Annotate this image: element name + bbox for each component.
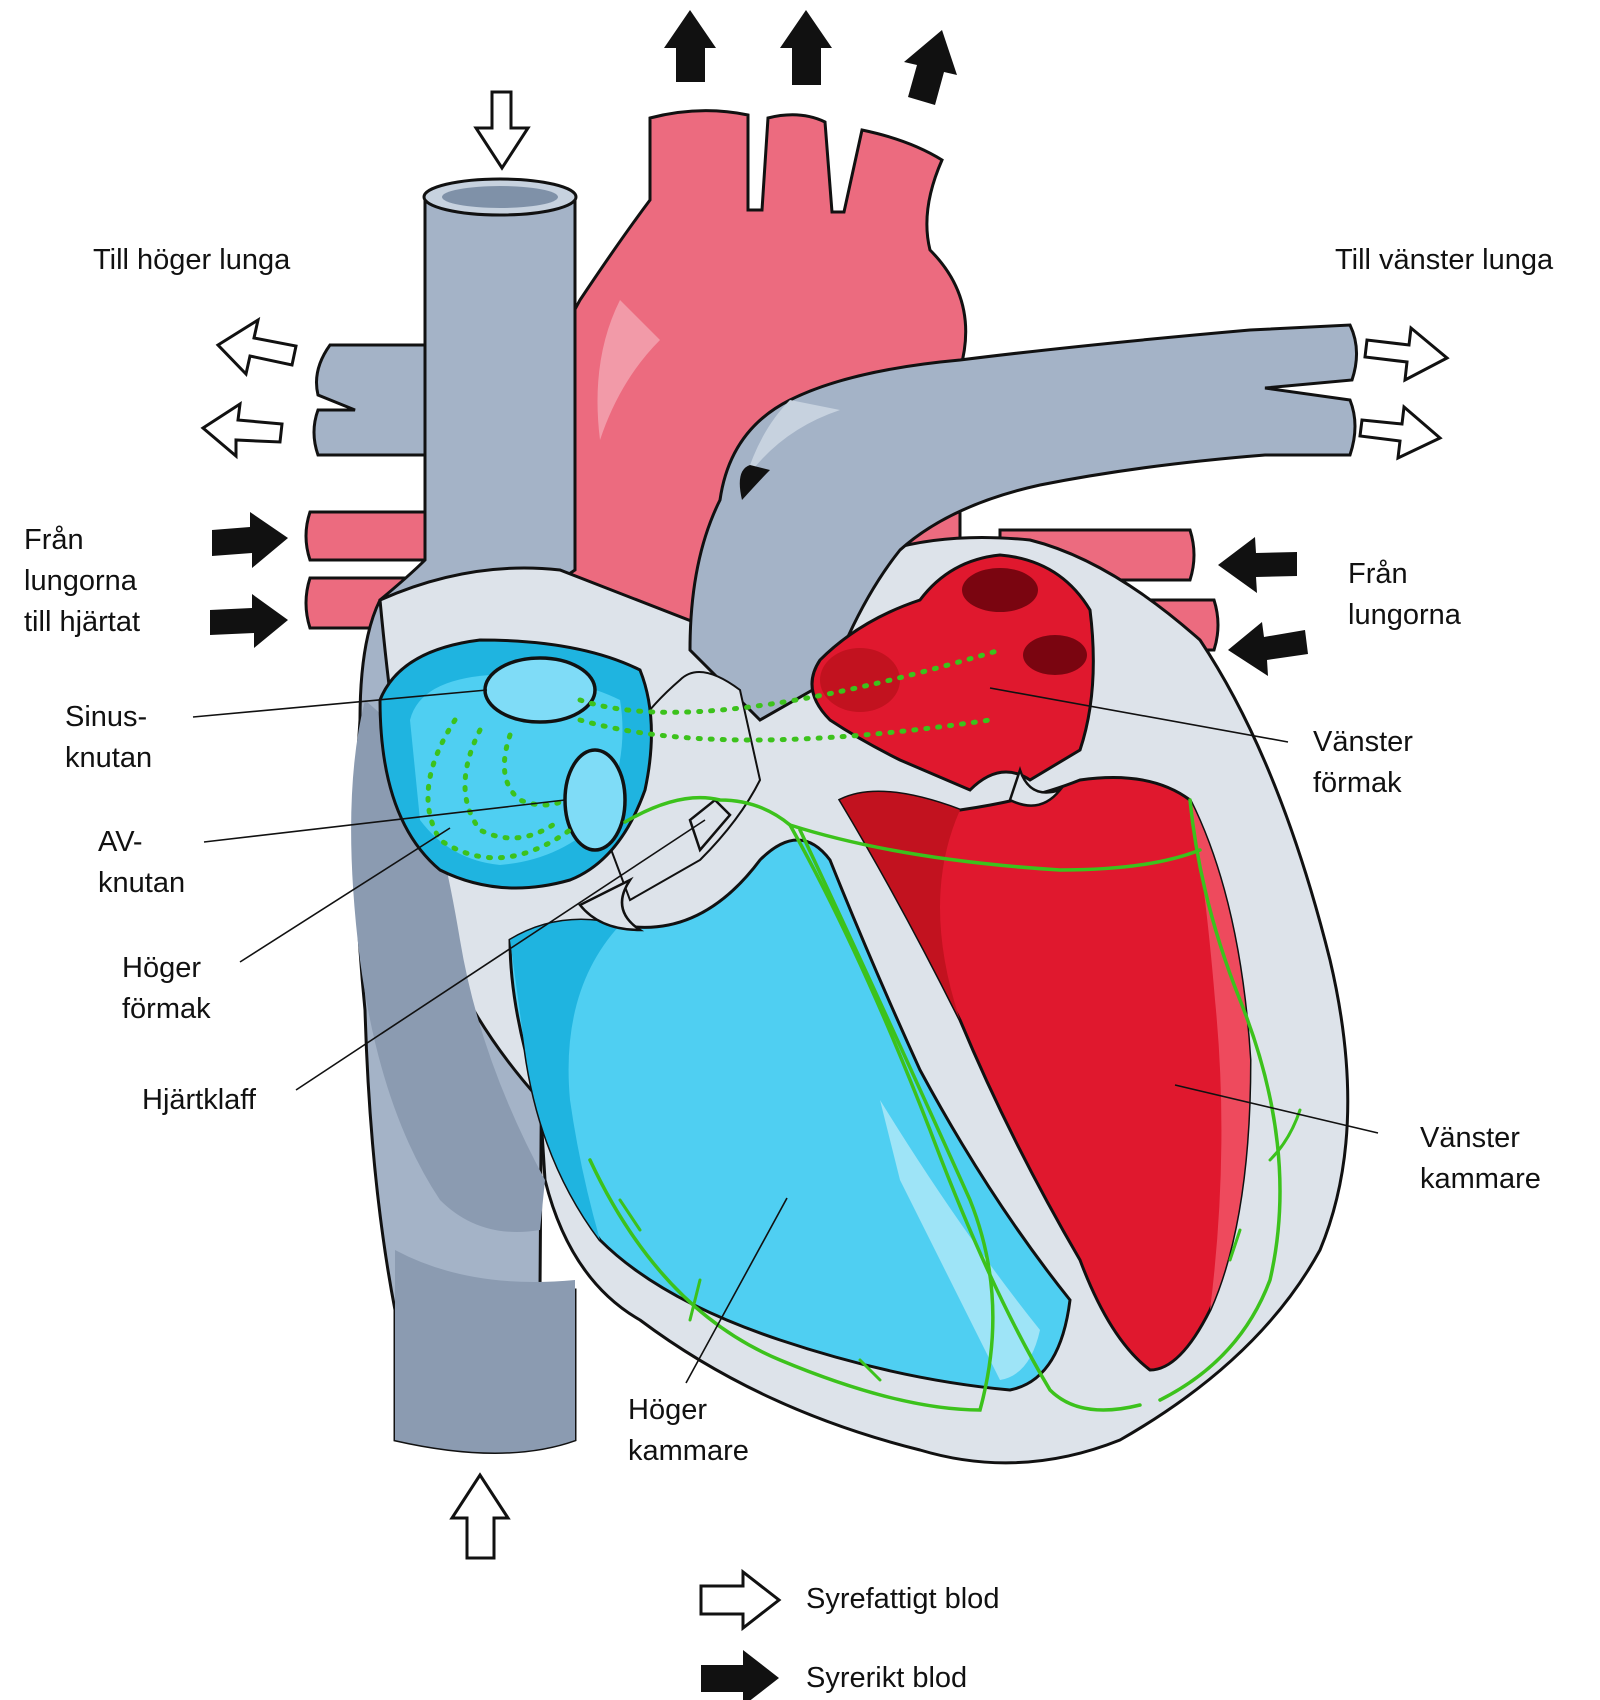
vena-cava-inflow-arrow-top bbox=[473, 90, 531, 171]
up-arrow-2 bbox=[780, 10, 832, 85]
up-arrow-3 bbox=[904, 30, 957, 105]
right-ventricle-chamber bbox=[508, 838, 1072, 1392]
label-line: kammare bbox=[1420, 1163, 1541, 1195]
heart-valves bbox=[578, 766, 1064, 932]
label-line: knutan bbox=[98, 867, 186, 899]
label-line: till hjärtat bbox=[24, 606, 141, 638]
label-line: Höger bbox=[628, 1394, 707, 1426]
up-arrow-1 bbox=[664, 10, 716, 82]
label-line: Vänster bbox=[1313, 726, 1413, 758]
left-atrium-chamber bbox=[810, 553, 1095, 792]
label-line: lungorna bbox=[24, 565, 137, 597]
label-line: förmak bbox=[1313, 767, 1402, 799]
av-node bbox=[563, 748, 627, 852]
leader-right-ventricle bbox=[685, 1197, 788, 1384]
pulmonary-vein-left-arrows bbox=[210, 512, 288, 648]
label-line: Höger bbox=[122, 952, 201, 984]
legend-oxygenated-arrow bbox=[701, 1650, 779, 1700]
label-to-left-lung: Till vänster lunga bbox=[1335, 244, 1554, 276]
label-line: Från bbox=[24, 524, 84, 556]
label-sinus-node: Sinus- knutan bbox=[65, 697, 152, 779]
label-right-ventricle: Höger kammare bbox=[628, 1390, 749, 1472]
leader-right-atrium bbox=[239, 827, 451, 963]
label-line: AV- bbox=[98, 826, 143, 858]
label-to-right-lung: Till höger lunga bbox=[93, 244, 291, 276]
legend-deoxygenated-arrow bbox=[699, 1568, 782, 1632]
legend-oxygenated-label: Syrerikt blod bbox=[806, 1662, 968, 1694]
label-line: kammare bbox=[628, 1435, 749, 1467]
label-line: Från bbox=[1348, 558, 1408, 590]
label-from-lungs-to-heart: Från lungorna till hjärtat bbox=[24, 520, 140, 643]
aorta-outflow-arrows bbox=[664, 10, 957, 105]
label-heart-valve: Hjärtklaff bbox=[142, 1084, 256, 1116]
conduction-system bbox=[425, 647, 1302, 1412]
pulmonary-trunk bbox=[688, 323, 1358, 722]
leader-valve bbox=[295, 819, 706, 1091]
sinus-node bbox=[483, 656, 597, 724]
leader-lines bbox=[192, 687, 1379, 1384]
legend-deoxygenated-label: Syrefattigt blod bbox=[806, 1583, 1000, 1615]
leader-av bbox=[203, 799, 566, 843]
vena-cava-inflow-arrow-bottom bbox=[449, 1472, 511, 1560]
label-line: lungorna bbox=[1348, 599, 1461, 631]
label-line: knutan bbox=[65, 742, 153, 774]
label-av-node: AV- knutan bbox=[98, 822, 185, 904]
label-left-ventricle: Vänster kammare bbox=[1420, 1118, 1541, 1200]
leader-left-atrium bbox=[989, 687, 1289, 743]
label-line: förmak bbox=[122, 993, 211, 1025]
leader-sinus bbox=[192, 689, 488, 718]
left-ventricle-chamber bbox=[837, 776, 1252, 1372]
pulmonary-artery-right-arrows bbox=[1358, 325, 1450, 461]
label-right-atrium: Höger förmak bbox=[122, 948, 211, 1030]
label-line: Vänster bbox=[1420, 1122, 1520, 1154]
right-pulmonary-artery-branches bbox=[312, 343, 442, 457]
label-line: Sinus- bbox=[65, 701, 148, 733]
label-left-atrium: Vänster förmak bbox=[1313, 722, 1413, 804]
pulmonary-artery-left-arrows bbox=[200, 316, 298, 460]
label-from-lungs-right: Från lungorna bbox=[1348, 554, 1461, 636]
leader-left-ventricle bbox=[1174, 1084, 1379, 1134]
pulmonary-vein-right-arrows bbox=[1218, 537, 1308, 676]
